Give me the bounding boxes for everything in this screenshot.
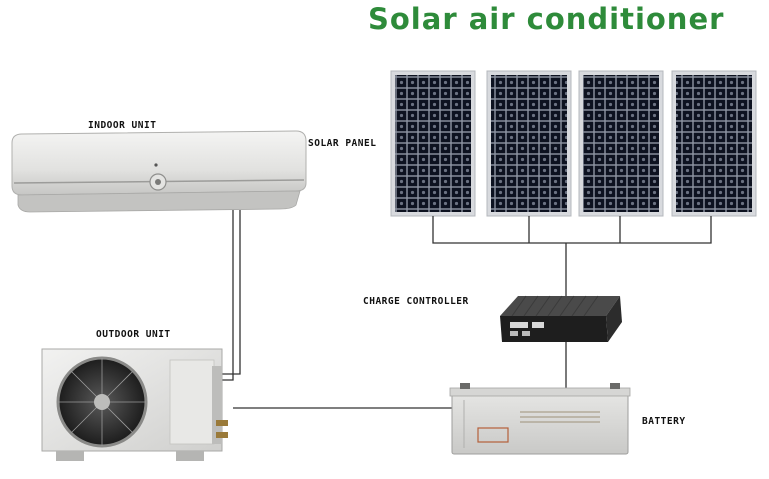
solar-panel bbox=[671, 70, 757, 217]
battery-illustration bbox=[449, 383, 631, 455]
indoor-unit-label: INDOOR UNIT bbox=[88, 120, 157, 131]
indoor-unit-illustration bbox=[11, 130, 307, 213]
outdoor-unit-illustration bbox=[41, 348, 228, 461]
solar-panel-array bbox=[390, 70, 757, 217]
indoor-outdoor-pipe bbox=[220, 210, 241, 375]
solar-panel bbox=[486, 70, 572, 217]
charge-controller-label: CHARGE CONTROLLER bbox=[363, 296, 469, 307]
wiring bbox=[220, 210, 712, 409]
panel-bus-wire bbox=[432, 216, 712, 244]
outdoor-unit-label: OUTDOOR UNIT bbox=[96, 329, 171, 340]
solar-panel bbox=[390, 70, 476, 217]
diagram-title: Solar air conditioner bbox=[368, 2, 725, 36]
solar-panel-label: SOLAR PANEL bbox=[308, 138, 377, 149]
solar-panel bbox=[578, 70, 664, 217]
battery-label: BATTERY bbox=[642, 416, 686, 427]
charge-controller-illustration bbox=[500, 295, 622, 350]
indoor-outdoor-pipe bbox=[220, 210, 234, 381]
